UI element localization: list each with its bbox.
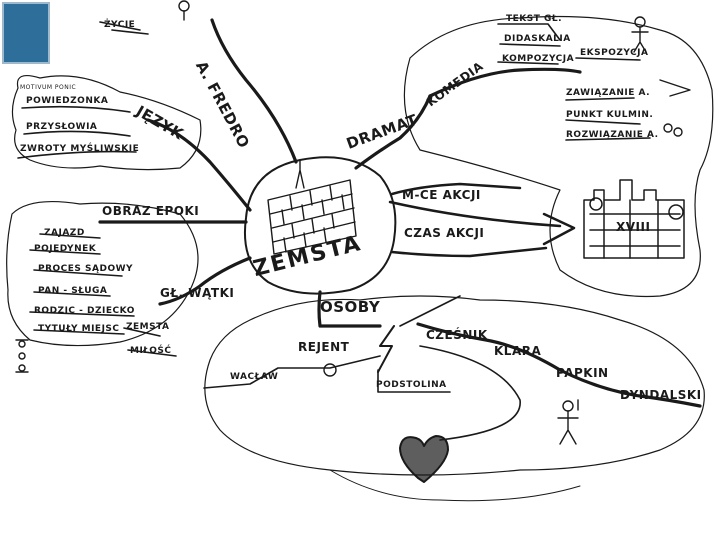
drama-text-item: TEKST GŁ. [506, 14, 562, 24]
epoch-item: TYTUŁY MIEJSC [38, 324, 120, 334]
plot-item: ZEMSTA [126, 322, 170, 332]
composition-item: EKSPOZYCJA [580, 48, 649, 58]
epoch-item: PROCES SĄDOWY [38, 264, 133, 274]
language-item: PRZYSŁOWIA [26, 122, 97, 132]
character-name: PAPKIN [556, 366, 609, 380]
plot-title: GŁ. WĄTKI [160, 286, 234, 300]
language-note: MOTIVUM PONIC [20, 84, 76, 91]
epoch-title: OBRAZ EPOKI [102, 204, 199, 218]
composition-title: KOMPOZYCJA [502, 54, 574, 64]
life-label: ŻYCIE [104, 20, 135, 30]
character-name: PODSTOLINA [376, 380, 447, 390]
lightning-icon [378, 326, 394, 372]
epoch-item: POJEDYNEK [34, 244, 96, 254]
epoch-item: RODZIC - DZIECKO [34, 306, 135, 316]
epoch-item: ZAJAZD [44, 228, 85, 238]
epoch-item: PAN - SŁUGA [38, 286, 107, 296]
setting-time: CZAS AKCJI [404, 226, 484, 240]
drama-text-item: DIDASKALIA [504, 34, 571, 44]
character-name: REJENT [298, 340, 349, 354]
composition-item: ZAWIĄZANIE A. [566, 88, 650, 98]
setting-century: XVIII [616, 220, 650, 234]
language-item: ZWROTY MYŚLIWSKIE [20, 144, 139, 154]
plot-item: MIŁOŚĆ [130, 346, 172, 356]
character-name: DYNDALSKI [620, 388, 702, 402]
castle-drawing [584, 180, 684, 258]
characters-title: OSOBY [320, 298, 380, 316]
composition-item: ROZWIĄZANIE A. [566, 130, 659, 140]
character-name: KLARA [494, 344, 541, 358]
character-name: WACŁAW [230, 372, 278, 382]
setting-place: M-CE AKCJI [402, 188, 481, 202]
composition-item: PUNKT KULMIN. [566, 110, 653, 120]
character-name: CZEŚNIK [426, 328, 488, 342]
characters-cloud [205, 296, 704, 475]
language-item: POWIEDZONKA [26, 96, 108, 106]
